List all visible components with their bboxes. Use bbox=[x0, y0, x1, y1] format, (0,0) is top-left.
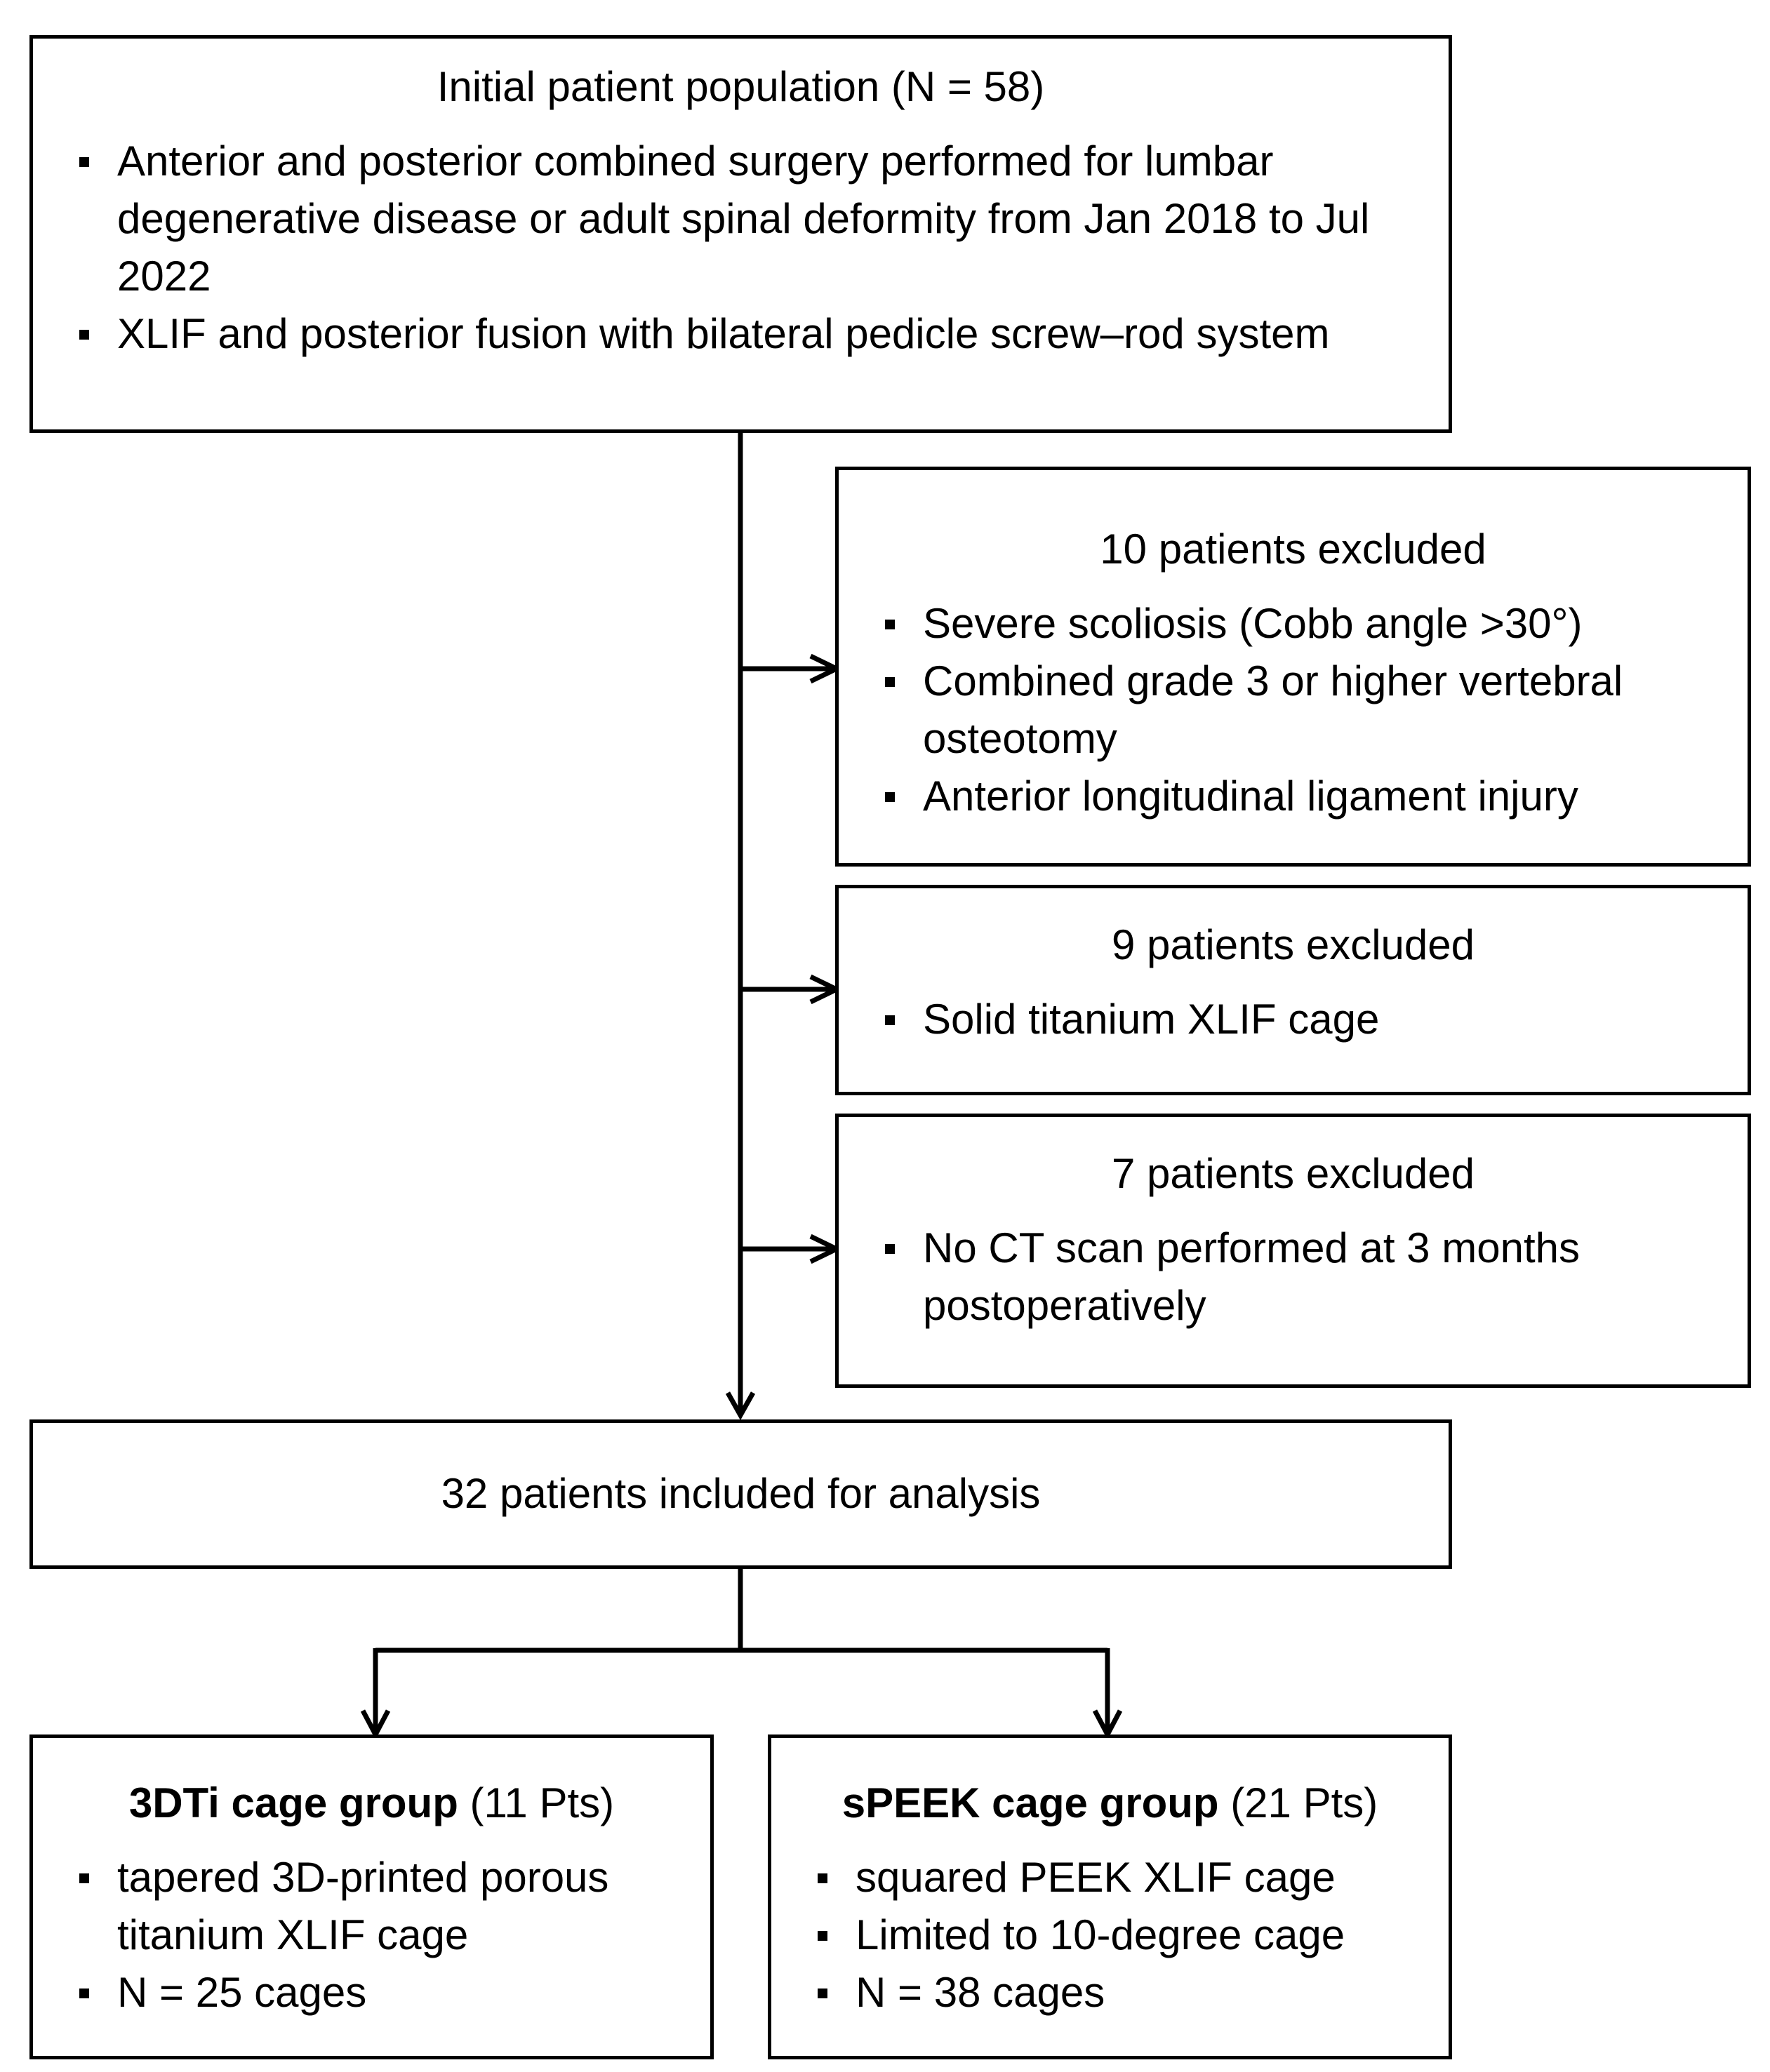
group-speek-count: (21 Pts) bbox=[1230, 1779, 1378, 1826]
exclusion-1-list: Severe scoliosis (Cobb angle >30°) Combi… bbox=[839, 595, 1748, 825]
included-box: 32 patients included for analysis bbox=[29, 1419, 1452, 1569]
group-speek-item-2: Limited to 10-degree cage bbox=[771, 1906, 1435, 1964]
group-speek-title: sPEEK cage group (21 Pts) bbox=[771, 1774, 1449, 1832]
group-3dti-count: (11 Pts) bbox=[470, 1779, 615, 1826]
exclusion-2-title: 9 patients excluded bbox=[1111, 921, 1475, 968]
group-3dti-box: 3DTi cage group (11 Pts) tapered 3D-prin… bbox=[29, 1735, 714, 2059]
exclusion-2-list: Solid titanium XLIF cage bbox=[839, 991, 1748, 1048]
group-speek-item-3: N = 38 cages bbox=[771, 1964, 1435, 2021]
group-speek-list: squared PEEK XLIF cage Limited to 10-deg… bbox=[771, 1849, 1449, 2021]
exclusion-3-item-1: No CT scan performed at 3 months postope… bbox=[839, 1219, 1734, 1335]
initial-criterion-2: XLIF and posterior fusion with bilateral… bbox=[33, 305, 1420, 363]
exclusion-1-item-3: Anterior longitudinal ligament injury bbox=[839, 768, 1734, 825]
exclusion-box-2: 9 patients excluded Solid titanium XLIF … bbox=[835, 885, 1751, 1095]
exclusion-box-3: 7 patients excluded No CT scan performed… bbox=[835, 1114, 1751, 1388]
group-3dti-item-1: tapered 3D-printed porous titanium XLIF … bbox=[33, 1849, 696, 1964]
exclusion-1-title: 10 patients excluded bbox=[1100, 526, 1486, 573]
exclusion-2-item-1: Solid titanium XLIF cage bbox=[839, 991, 1734, 1048]
main-trunk-arrowhead bbox=[725, 1391, 756, 1421]
exclusion-1-item-1: Severe scoliosis (Cobb angle >30°) bbox=[839, 595, 1734, 653]
group-3dti-item-2: N = 25 cages bbox=[33, 1964, 696, 2021]
exclusion-1-item-2: Combined grade 3 or higher vertebral ost… bbox=[839, 653, 1734, 768]
group-3dti-title: 3DTi cage group (11 Pts) bbox=[33, 1774, 710, 1832]
exclusion-3-list: No CT scan performed at 3 months postope… bbox=[839, 1219, 1748, 1335]
group-3dti-name: 3DTi cage group bbox=[128, 1779, 458, 1826]
group-speek-item-1: squared PEEK XLIF cage bbox=[771, 1849, 1435, 1906]
group-speek-name: sPEEK cage group bbox=[841, 1779, 1219, 1826]
exclusion-3-title: 7 patients excluded bbox=[1111, 1150, 1475, 1197]
group-3dti-list: tapered 3D-printed porous titanium XLIF … bbox=[33, 1849, 710, 2021]
initial-population-title: Initial patient population (N = 58) bbox=[437, 63, 1045, 110]
group-speek-box: sPEEK cage group (21 Pts) squared PEEK X… bbox=[768, 1735, 1452, 2059]
initial-population-box: Initial patient population (N = 58) Ante… bbox=[29, 35, 1452, 433]
included-title: 32 patients included for analysis bbox=[441, 1470, 1041, 1517]
exclusion-box-1: 10 patients excluded Severe scoliosis (C… bbox=[835, 467, 1751, 867]
initial-criterion-1: Anterior and posterior combined surgery … bbox=[33, 133, 1420, 305]
initial-criteria-list: Anterior and posterior combined surgery … bbox=[33, 133, 1449, 363]
